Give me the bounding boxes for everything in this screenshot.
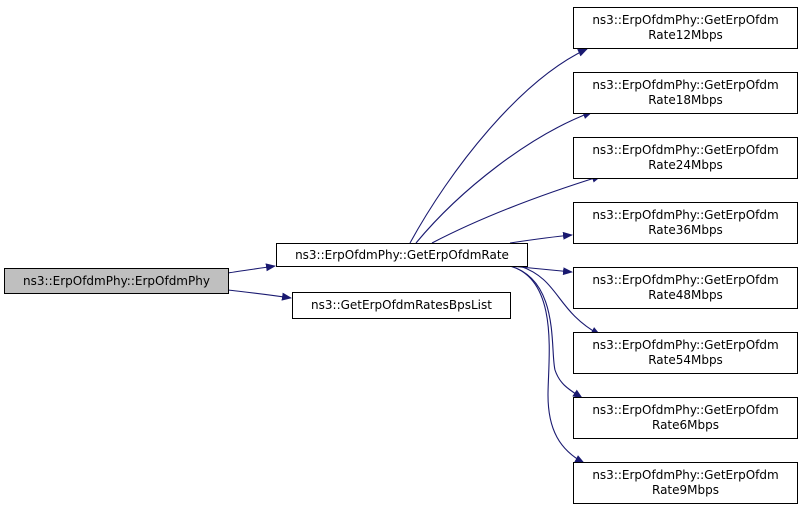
- node-label: ns3::GetErpOfdmRatesBpsList: [311, 298, 492, 312]
- node-label-line1: ns3::ErpOfdmPhy::GetErpOfdm: [592, 468, 779, 482]
- node-rate24mbps[interactable]: ns3::ErpOfdmPhy::GetErpOfdm Rate24Mbps: [573, 137, 798, 179]
- edge-rate-to-54mbps: [519, 265, 601, 336]
- node-rate6mbps[interactable]: ns3::ErpOfdmPhy::GetErpOfdm Rate6Mbps: [573, 397, 798, 439]
- node-label-line2: Rate36Mbps: [648, 223, 723, 237]
- edge-rate-to-36mbps: [509, 231, 573, 244]
- node-rate9mbps[interactable]: ns3::ErpOfdmPhy::GetErpOfdm Rate9Mbps: [573, 462, 798, 504]
- node-label-line2: Rate6Mbps: [652, 418, 719, 432]
- edge-rate-to-9mbps: [509, 265, 585, 464]
- node-label-line1: ns3::ErpOfdmPhy::GetErpOfdm: [592, 78, 779, 92]
- node-label: ns3::ErpOfdmPhy::GetErpOfdmRate: [295, 247, 509, 262]
- node-rate18mbps[interactable]: ns3::ErpOfdmPhy::GetErpOfdm Rate18Mbps: [573, 72, 798, 114]
- node-rate54mbps[interactable]: ns3::ErpOfdmPhy::GetErpOfdm Rate54Mbps: [573, 332, 798, 374]
- node-rate36mbps[interactable]: ns3::ErpOfdmPhy::GetErpOfdm Rate36Mbps: [573, 202, 798, 244]
- node-geterpofdmratesbpslist[interactable]: ns3::GetErpOfdmRatesBpsList: [292, 292, 511, 319]
- node-label-line1: ns3::ErpOfdmPhy::GetErpOfdm: [592, 403, 779, 417]
- node-label-line1: ns3::ErpOfdmPhy::GetErpOfdm: [592, 273, 779, 287]
- edge-rate-to-12mbps: [409, 48, 588, 244]
- node-label-line1: ns3::ErpOfdmPhy::GetErpOfdm: [592, 208, 779, 222]
- edge-root-to-bpslist: [227, 289, 292, 301]
- node-erpofdmphy-constructor[interactable]: ns3::ErpOfdmPhy::ErpOfdmPhy: [4, 268, 229, 294]
- node-label-line2: Rate18Mbps: [648, 93, 723, 107]
- node-geterpofdmrate[interactable]: ns3::ErpOfdmPhy::GetErpOfdmRate: [276, 243, 528, 267]
- node-rate48mbps[interactable]: ns3::ErpOfdmPhy::GetErpOfdm Rate48Mbps: [573, 267, 798, 309]
- node-label-line1: ns3::ErpOfdmPhy::GetErpOfdm: [592, 13, 779, 27]
- node-label-line1: ns3::ErpOfdmPhy::GetErpOfdm: [592, 143, 779, 157]
- node-label: ns3::ErpOfdmPhy::ErpOfdmPhy: [23, 273, 210, 288]
- node-label-line2: Rate9Mbps: [652, 483, 719, 497]
- node-rate12mbps[interactable]: ns3::ErpOfdmPhy::GetErpOfdm Rate12Mbps: [573, 7, 798, 49]
- edge-root-to-geterpofdmrate: [227, 263, 276, 274]
- edge-rate-to-18mbps: [415, 111, 593, 244]
- node-label-line1: ns3::ErpOfdmPhy::GetErpOfdm: [592, 338, 779, 352]
- node-label-line2: Rate24Mbps: [648, 158, 723, 172]
- node-label-line2: Rate12Mbps: [648, 28, 723, 42]
- node-label-line2: Rate48Mbps: [648, 288, 723, 302]
- edge-rate-to-24mbps: [431, 174, 602, 244]
- node-label-line2: Rate54Mbps: [648, 353, 723, 367]
- edge-rate-to-6mbps: [509, 265, 583, 399]
